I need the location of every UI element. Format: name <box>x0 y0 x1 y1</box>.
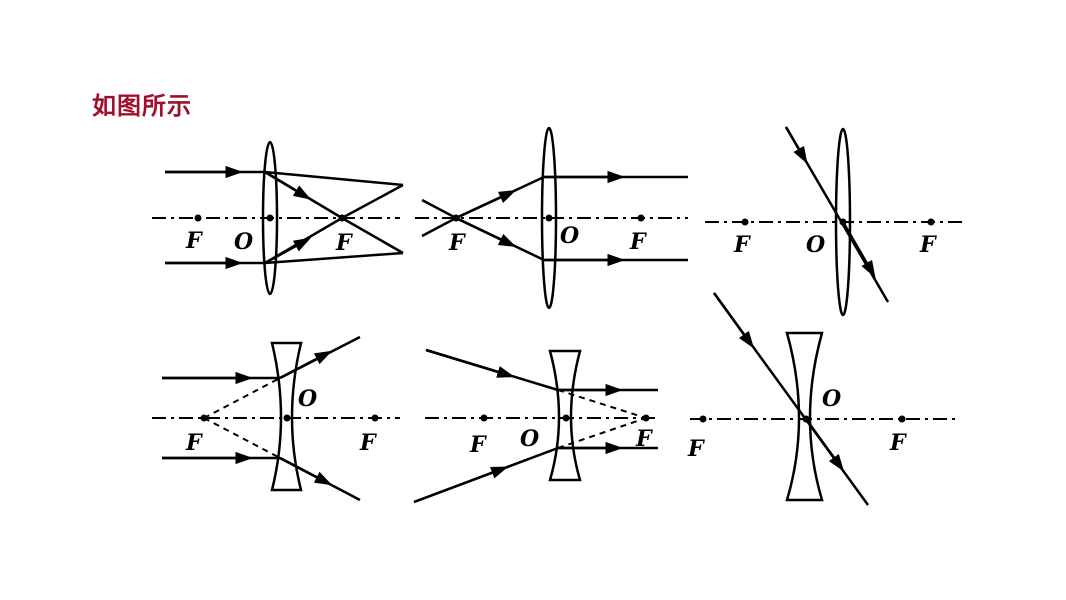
optical-center-dot <box>839 218 847 226</box>
convex-lens <box>540 126 558 310</box>
focal-point-dot <box>480 414 488 422</box>
focal-point-dot <box>200 414 208 422</box>
label-O: O <box>234 229 253 255</box>
convex-lens-diagram-3: F O F <box>705 126 965 317</box>
convex-lens-diagram-2: F O F <box>415 126 688 310</box>
label-F: F <box>889 430 907 456</box>
focal-point-dot <box>927 218 935 226</box>
label-O: O <box>822 386 841 412</box>
focal-point-dot <box>452 214 460 222</box>
label-O: O <box>806 232 825 258</box>
concave-lens <box>548 349 582 482</box>
concave-lens <box>270 341 303 492</box>
label-F: F <box>635 426 653 452</box>
label-F: F <box>733 232 751 258</box>
label-F: F <box>335 230 353 256</box>
focal-point-dot <box>371 414 379 422</box>
slide-title: 如图所示 <box>92 92 192 120</box>
concave-lens-diagram-1: F O F <box>152 335 400 502</box>
label-F: F <box>185 228 203 254</box>
label-O: O <box>298 386 317 412</box>
focal-point-dot <box>194 214 202 222</box>
optical-center-dot <box>802 415 810 423</box>
label-F: F <box>687 436 705 462</box>
label-F: F <box>359 430 377 456</box>
label-F: F <box>469 432 487 458</box>
convex-lens-diagram-1: F O F <box>152 140 404 296</box>
concave-lens <box>785 331 824 502</box>
focal-point-dot <box>699 415 707 423</box>
convex-lens <box>834 127 852 317</box>
convex-lens <box>261 140 279 296</box>
label-F: F <box>629 229 647 255</box>
concave-lens-diagram-3: F O F <box>687 292 955 506</box>
focal-point-dot <box>338 214 346 222</box>
focal-point-dot <box>637 214 645 222</box>
label-O: O <box>520 426 539 452</box>
focal-point-dot <box>898 415 906 423</box>
focal-point-dot <box>741 218 749 226</box>
label-O: O <box>560 223 579 249</box>
optical-center-dot <box>562 414 570 422</box>
concave-lens-diagram-2: F O F <box>413 348 660 504</box>
optical-center-dot <box>266 214 274 222</box>
optical-center-dot <box>545 214 553 222</box>
optical-center-dot <box>283 414 291 422</box>
focal-point-dot <box>642 414 650 422</box>
label-F: F <box>448 230 466 256</box>
label-F: F <box>919 232 937 258</box>
label-F: F <box>185 430 203 456</box>
